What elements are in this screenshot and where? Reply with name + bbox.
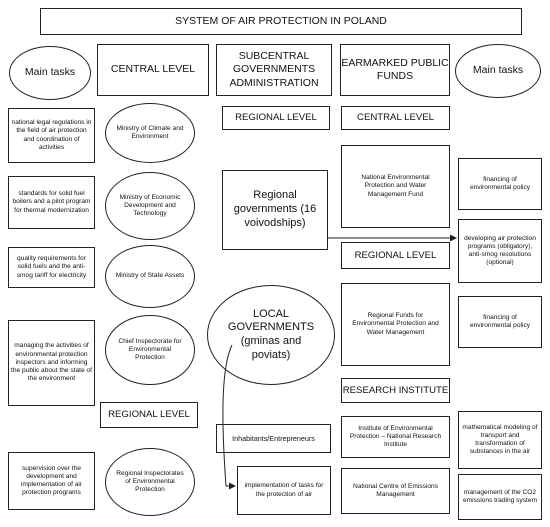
regional-level-sub: REGIONAL LEVEL xyxy=(222,106,330,130)
regional-level-left: REGIONAL LEVEL xyxy=(100,402,198,428)
subcentral-header: SUBCENTRAL GOVERNMENTS ADMINISTRATION xyxy=(216,44,332,96)
ministry-climate-environment: Ministry of Climate and Environment xyxy=(105,103,195,163)
right-task-3: financing of environmental policy xyxy=(458,296,542,348)
left-task-2: standards for solid fuel boilers and a p… xyxy=(8,176,95,229)
national-environmental-fund: National Environmental Protection and Wa… xyxy=(341,145,450,228)
national-centre-emissions: National Centre of Emissions Management xyxy=(341,468,450,514)
central-level-funds: CENTRAL LEVEL xyxy=(341,106,450,130)
ministry-economic-development: Ministry of Economic Development and Tec… xyxy=(105,172,195,240)
ministry-state-assets: Ministry of State Assets xyxy=(105,245,195,308)
right-task-1: financing of environmental policy xyxy=(458,158,542,210)
left-task-4: managing the activities of environmental… xyxy=(8,320,95,406)
regional-inspectorates: Regional Inspectorates of Environmental … xyxy=(105,448,195,516)
right-task-4: mathematical modeling of transport and t… xyxy=(458,411,542,469)
right-task-5: management of the CO2 emissions trading … xyxy=(458,474,542,520)
regional-funds: Regional Funds for Environmental Protect… xyxy=(341,283,450,366)
left-task-3: quality requirements for solid fuels and… xyxy=(8,247,95,288)
inhabitants-entrepreneurs: Inhabitants/Entrepreneurs xyxy=(216,424,331,453)
implementation-tasks: implementation of tasks for the protecti… xyxy=(237,466,331,515)
diagram-title: SYSTEM OF AIR PROTECTION IN POLAND xyxy=(40,8,522,35)
institute-environmental-protection: Institute of Environmental Protection – … xyxy=(341,416,450,458)
chief-inspectorate: Chief Inspectorate for Environmental Pro… xyxy=(105,315,195,385)
research-institute-header: RESEARCH INSTITUTE xyxy=(341,378,450,403)
left-task-5: supervision over the development and imp… xyxy=(8,452,95,510)
left-task-1: national legal regulations in the field … xyxy=(8,108,95,163)
main-tasks-right-header: Main tasks xyxy=(455,44,541,98)
right-task-2: developing air protection programs (obli… xyxy=(458,219,542,283)
earmarked-funds-header: EARMARKED PUBLIC FUNDS xyxy=(340,44,450,96)
local-governments: LOCAL GOVERNMENTS (gminas and poviats) xyxy=(207,285,335,385)
central-level-header: CENTRAL LEVEL xyxy=(97,44,209,96)
regional-level-funds: REGIONAL LEVEL xyxy=(341,242,450,269)
main-tasks-left-header: Main tasks xyxy=(9,46,91,100)
regional-governments: Regional governments (16 voivodships) xyxy=(222,170,328,250)
